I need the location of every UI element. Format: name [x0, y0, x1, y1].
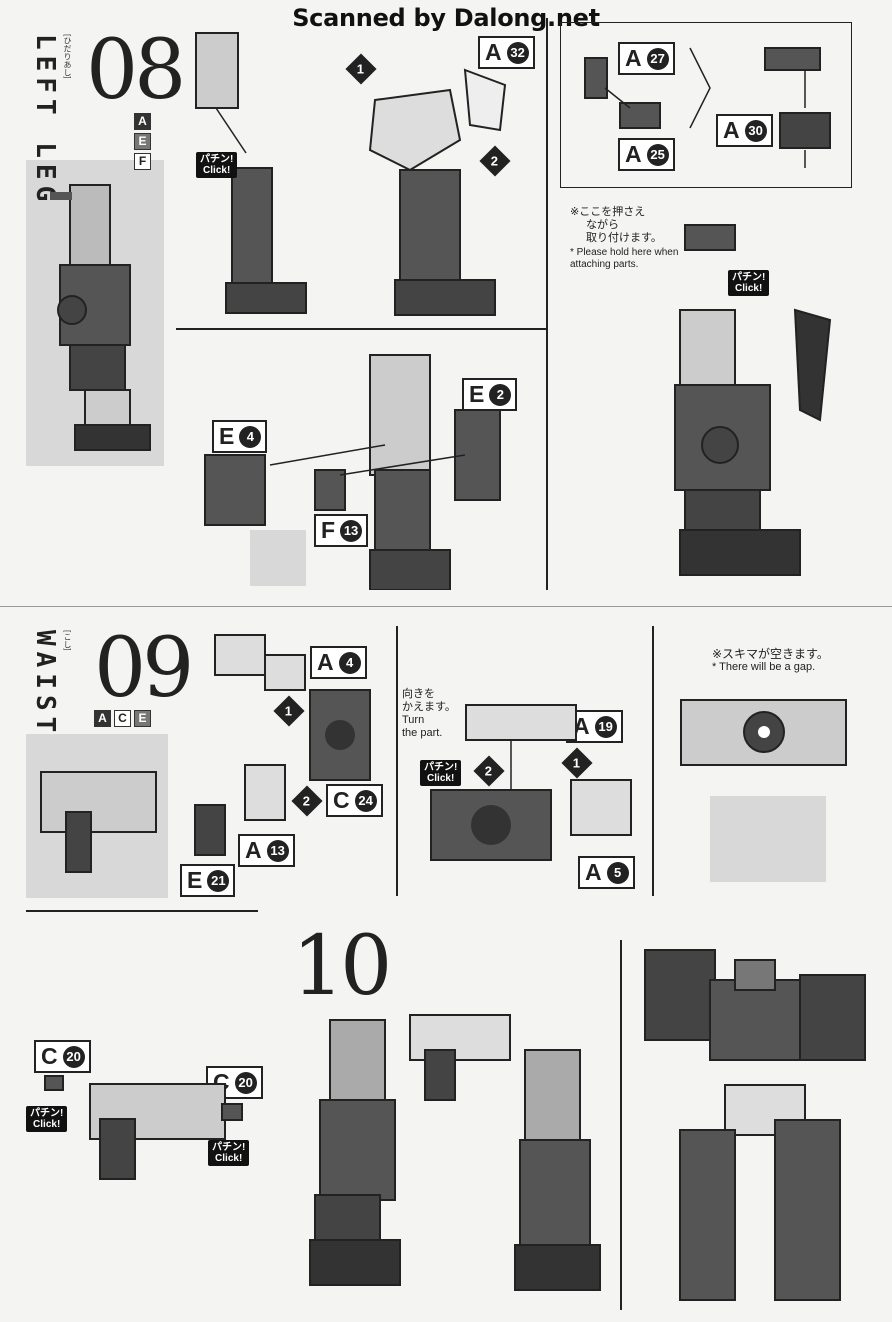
- waist-preview-illustration: [40, 771, 157, 873]
- hold-here-note: ※ここを押さえ ながら 取り付けます。 * Please hold here w…: [570, 206, 679, 270]
- left-leg-preview-illustration: [50, 184, 151, 451]
- knee-armor-illustration: [368, 68, 507, 316]
- runner-e: E: [134, 133, 151, 150]
- runner-c: C: [114, 710, 131, 727]
- legs-to-waist-illustration: [309, 1014, 601, 1291]
- waist-bottom-inset: [710, 796, 826, 882]
- waist-cap-illustration: [44, 1075, 243, 1180]
- full-robot-illustration: [644, 949, 866, 1301]
- step08-kana: [ひだりあし]: [63, 34, 72, 79]
- watermark-text: Scanned by Dalong.net: [292, 4, 600, 32]
- hip-joint-inset-box: [560, 22, 852, 188]
- step08-title: LEFT LEG: [30, 34, 60, 208]
- hip-joint-illustration: [584, 47, 831, 168]
- divider: [652, 626, 654, 896]
- divider: [396, 626, 398, 896]
- turn-part-note: 向きを かえます。 Turn the part.: [402, 688, 456, 739]
- step10-number: 10: [292, 919, 392, 1014]
- step09-title: WAIST: [30, 630, 60, 739]
- detail-inset: [250, 530, 306, 586]
- step08-runner-list: A E F: [134, 112, 154, 170]
- waist-turn-illustration: [430, 704, 632, 861]
- divider: [26, 910, 258, 912]
- divider: [546, 18, 548, 590]
- divider: [0, 606, 892, 607]
- step09-kana: [こし]: [63, 630, 72, 651]
- step09-number: 09: [94, 621, 194, 716]
- click-badge: パチン!Click!: [196, 152, 238, 178]
- shin-assembly-illustration: [204, 354, 501, 590]
- click-badge: パチン!Click!: [208, 1140, 250, 1166]
- runner-e: E: [134, 710, 151, 727]
- waist-parts-illustration: [194, 634, 371, 856]
- click-badge: パチン!Click!: [420, 760, 462, 786]
- click-badge: パチン!Click!: [26, 1106, 68, 1132]
- step09-runner-list: A C E: [94, 710, 154, 727]
- thigh-attach-illustration: [195, 32, 307, 314]
- divider: [176, 328, 546, 330]
- runner-a: A: [134, 113, 151, 130]
- gap-note: ※スキマが空きます。 * There will be a gap.: [712, 647, 829, 674]
- divider: [620, 940, 622, 1310]
- assembled-left-leg-illustration: [674, 224, 832, 576]
- click-badge: パチン!Click!: [728, 270, 770, 296]
- runner-f: F: [134, 153, 151, 170]
- waist-gap-illustration: [680, 699, 847, 766]
- runner-a: A: [94, 710, 111, 727]
- step08-number: 08: [86, 23, 186, 118]
